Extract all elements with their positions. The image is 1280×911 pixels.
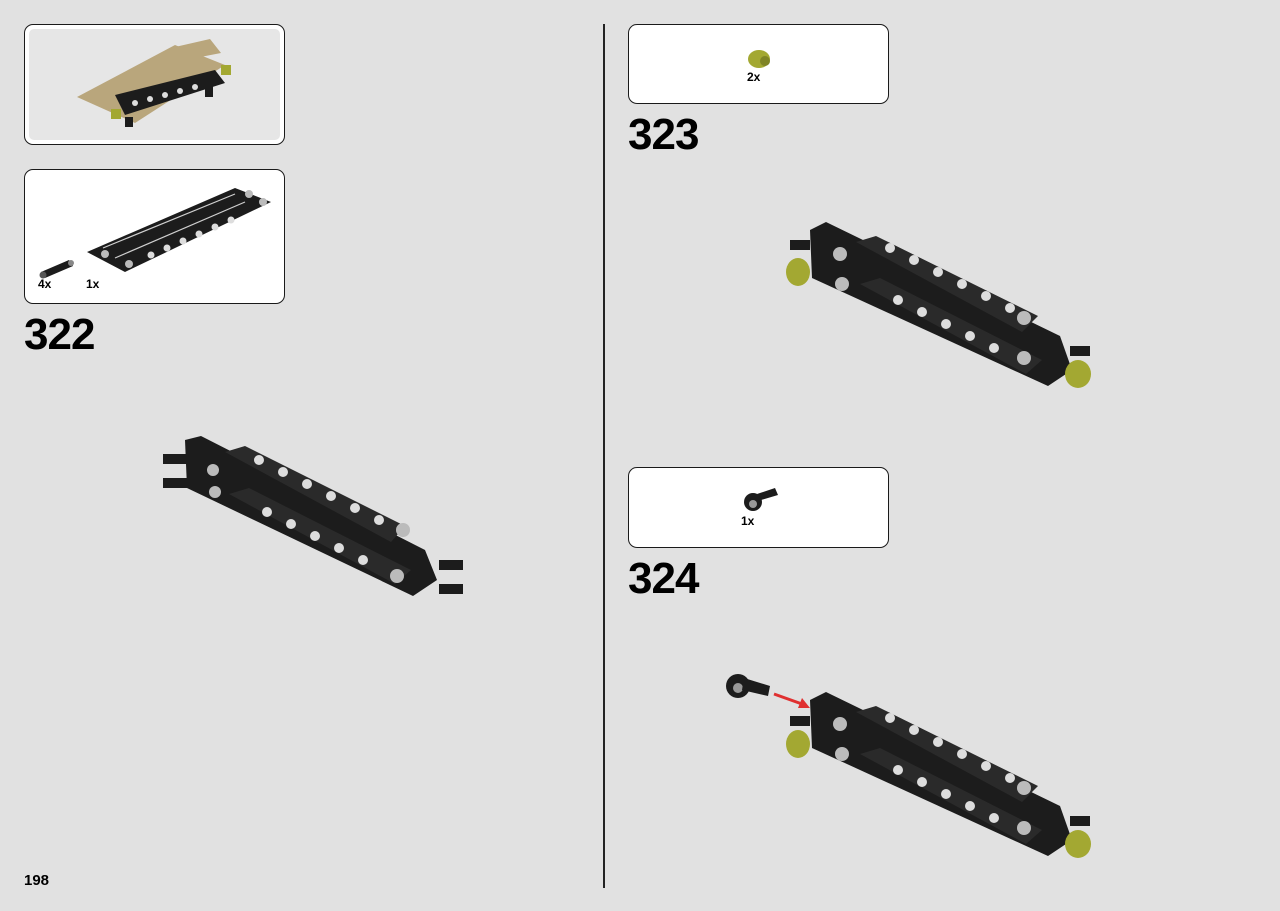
page-number: 198 [24, 872, 50, 889]
step-323-model [786, 222, 1091, 388]
step-322-model [163, 436, 463, 596]
step-number-324: 324 [628, 554, 699, 603]
step-number-322: 322 [24, 310, 95, 359]
part-qty-322-1: 4x [38, 277, 52, 291]
step-324-model [726, 674, 1091, 858]
part-qty-323-1: 2x [747, 70, 761, 84]
insert-arrow [773, 692, 803, 706]
parts-box-324: 1x [628, 467, 889, 548]
beam-frame-icon [87, 188, 271, 272]
axle-connector-icon [744, 488, 778, 511]
page-divider [603, 24, 605, 888]
part-qty-324-1: 1x [741, 514, 755, 528]
submodel-assembly-icon [77, 39, 231, 127]
axle-pin-icon [39, 260, 74, 279]
lime-bush-icon [748, 50, 770, 68]
part-qty-322-2: 1x [86, 277, 100, 291]
submodel-preview-box [24, 24, 285, 145]
step-number-323: 323 [628, 110, 699, 159]
parts-box-323: 2x [628, 24, 889, 104]
parts-box-322: 4x 1x [24, 169, 285, 304]
